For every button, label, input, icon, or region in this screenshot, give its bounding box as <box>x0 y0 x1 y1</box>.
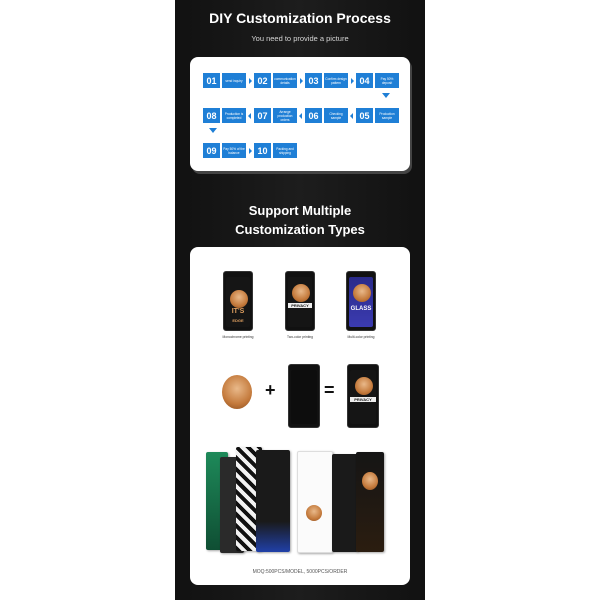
phone-text: PRIVACY <box>288 303 312 308</box>
arrow-right-icon <box>249 148 252 154</box>
types-title-line2: Customization Types <box>235 222 365 237</box>
arrow-right-icon <box>351 78 354 84</box>
arrow-right-icon <box>300 78 303 84</box>
two-color-phone-image: PRIVACY <box>285 271 315 331</box>
step-03: 03 Confirm design pattern <box>304 72 349 89</box>
step-number: 10 <box>253 142 272 159</box>
step-10: 10 Packing and shipping <box>253 142 298 159</box>
two-color-caption: Two-color printing <box>286 335 314 339</box>
phone-text: IT'S <box>231 308 245 315</box>
bear-mascot-icon <box>362 472 378 490</box>
step-number: 08 <box>202 107 221 124</box>
step-02: 02 communication details <box>253 72 298 89</box>
monochrome-phone-image: IT'S EDGE <box>223 271 253 331</box>
step-label: Arrange production orders <box>272 107 298 124</box>
step-01: 01 send inquiry <box>202 72 247 89</box>
step-09: 09 Pay 50% of the balance <box>202 142 247 159</box>
step-label: Packing and shipping <box>272 142 298 159</box>
plus-sign: + <box>265 380 276 400</box>
step-number: 05 <box>355 107 374 124</box>
step-label: Pay 50% of the balance <box>221 142 247 159</box>
bear-mascot-icon <box>222 375 252 409</box>
types-card: IT'S EDGE Monochrome printing PRIVACY Tw… <box>190 247 410 585</box>
step-label: Checking sample <box>323 107 349 124</box>
step-06: 06 Checking sample <box>304 107 349 124</box>
moq-text: MOQ:500PCS/MODEL, 5000PCS/ORDER <box>252 569 348 575</box>
phone-text: GLASS <box>350 306 372 312</box>
step-04: 04 Pay 50% deposit <box>355 72 400 89</box>
step-05: 05 Production sample <box>355 107 400 124</box>
types-title: Support Multiple Customization Types <box>175 201 425 239</box>
types-title-line1: Support Multiple <box>248 203 352 218</box>
step-label: Confirm design pattern <box>323 72 349 89</box>
step-label: send inquiry <box>221 72 247 89</box>
package-box-black <box>332 454 358 552</box>
arrow-right-icon <box>249 78 252 84</box>
step-label: Production is completed <box>221 107 247 124</box>
step-number: 07 <box>253 107 272 124</box>
step-number: 03 <box>304 72 323 89</box>
bear-mascot-icon <box>353 284 371 302</box>
arrow-left-icon <box>248 113 251 119</box>
step-number: 06 <box>304 107 323 124</box>
step-07: 07 Arrange production orders <box>253 107 298 124</box>
arrow-down-icon <box>382 93 390 98</box>
step-number: 09 <box>202 142 221 159</box>
package-box-white <box>297 451 333 553</box>
result-phone-image: PRIVACY <box>347 364 379 428</box>
monochrome-caption: Monochrome printing <box>222 335 254 339</box>
step-label: Pay 50% deposit <box>374 72 400 89</box>
bear-mascot-icon <box>306 505 322 521</box>
step-label: Production sample <box>374 107 400 124</box>
step-number: 02 <box>253 72 272 89</box>
multi-color-phone-image: GLASS <box>346 271 376 331</box>
bear-mascot-icon <box>230 290 248 308</box>
blank-phone-image <box>288 364 320 428</box>
process-title: DIY Customization Process <box>209 10 391 26</box>
step-number: 04 <box>355 72 374 89</box>
arrow-down-icon <box>209 128 217 133</box>
multi-color-caption: Multi-color printing <box>347 335 375 339</box>
package-box-bear <box>356 452 384 552</box>
process-card: 01 send inquiry 02 communication details… <box>190 57 410 171</box>
package-box-glass <box>256 450 290 552</box>
bear-mascot-icon <box>292 284 310 302</box>
phone-text: PRIVACY <box>350 397 376 402</box>
arrow-left-icon <box>350 113 353 119</box>
poster: DIY Customization Process You need to pr… <box>175 0 425 600</box>
process-subtitle: You need to provide a picture <box>251 34 349 43</box>
equals-sign: = <box>324 380 335 400</box>
step-number: 01 <box>202 72 221 89</box>
arrow-left-icon <box>299 113 302 119</box>
step-08: 08 Production is completed <box>202 107 247 124</box>
phone-text: EDGE <box>232 318 244 323</box>
bear-mascot-icon <box>355 377 373 395</box>
step-label: communication details <box>272 72 298 89</box>
